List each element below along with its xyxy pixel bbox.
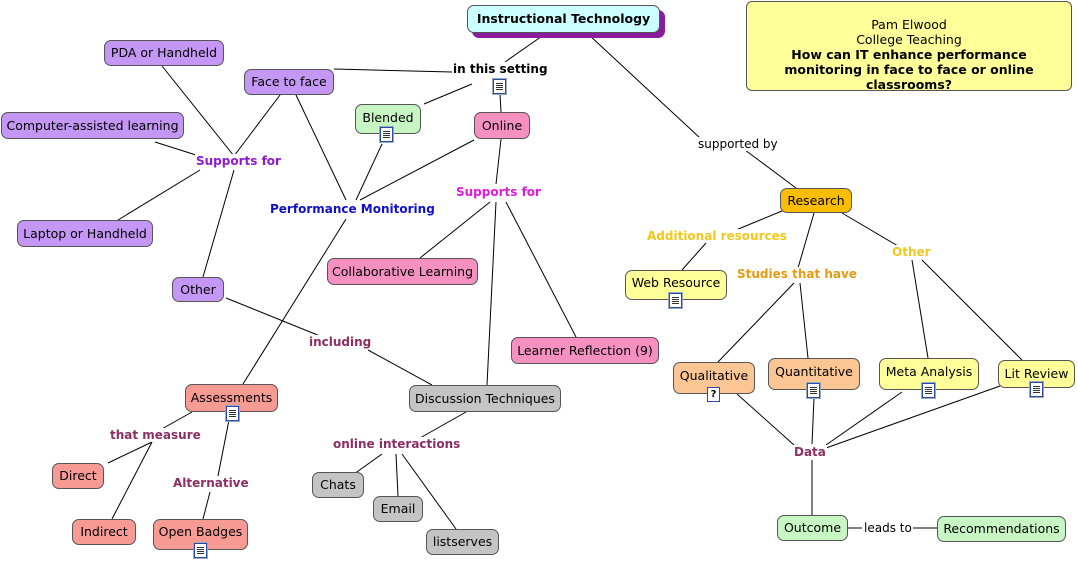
course-name: College Teaching <box>856 32 962 47</box>
document-icon[interactable] <box>668 292 683 309</box>
document-icon[interactable] <box>1029 381 1044 398</box>
node-recommendations[interactable]: Recommendations <box>937 516 1066 542</box>
label-performance-monitoring: Performance Monitoring <box>269 202 436 216</box>
node-listserves[interactable]: listserves <box>426 529 499 555</box>
document-icon[interactable] <box>193 542 208 559</box>
node-online[interactable]: Online <box>474 112 530 139</box>
label-supports-for-online: Supports for <box>455 185 542 199</box>
label-including: including <box>308 335 373 349</box>
node-instructional-technology[interactable]: Instructional Technology <box>467 5 660 33</box>
author-name: Pam Elwood <box>871 17 947 32</box>
label-that-measure: that measure <box>109 428 202 442</box>
label-alternative: Alternative <box>172 476 250 490</box>
node-outcome[interactable]: Outcome <box>777 515 848 541</box>
node-qualitative[interactable]: Qualitative <box>673 362 755 394</box>
node-email[interactable]: Email <box>373 496 423 522</box>
node-laptop-handheld[interactable]: Laptop or Handheld <box>17 220 153 247</box>
node-chats[interactable]: Chats <box>312 472 364 498</box>
node-research[interactable]: Research <box>780 188 852 213</box>
label-other-right: Other <box>891 245 932 259</box>
label-supported-by: supported by <box>697 137 779 151</box>
node-other-left[interactable]: Other <box>172 277 224 302</box>
focus-question: How can IT enhance performance monitorin… <box>784 47 1034 92</box>
node-pda-handheld[interactable]: PDA or Handheld <box>104 40 224 66</box>
node-computer-assisted-learning[interactable]: Computer-assisted learning <box>1 112 184 139</box>
node-face-to-face[interactable]: Face to face <box>244 69 334 95</box>
label-leads-to: leads to <box>863 521 913 535</box>
node-direct[interactable]: Direct <box>52 463 104 489</box>
node-assessments[interactable]: Assessments <box>185 384 278 412</box>
label-data: Data <box>793 445 827 459</box>
title-note: Pam Elwood College Teaching How can IT e… <box>746 1 1072 92</box>
node-indirect[interactable]: Indirect <box>72 519 136 545</box>
label-additional-resources: Additional resources <box>646 229 788 243</box>
node-discussion-techniques[interactable]: Discussion Techniques <box>409 385 561 412</box>
label-online-interactions: online interactions <box>332 437 462 451</box>
question-icon[interactable]: ? <box>707 387 720 402</box>
document-icon[interactable] <box>492 78 507 95</box>
label-in-this-setting: in this setting <box>452 62 549 76</box>
node-collaborative-learning[interactable]: Collaborative Learning <box>327 258 478 285</box>
document-icon[interactable] <box>806 382 821 399</box>
label-studies-that-have: Studies that have <box>736 267 858 281</box>
document-icon[interactable] <box>225 405 240 422</box>
document-icon[interactable] <box>379 126 394 143</box>
node-learner-reflection[interactable]: Learner Reflection (9) <box>511 337 659 364</box>
document-icon[interactable] <box>921 382 936 399</box>
label-supports-for-left: Supports for <box>195 154 282 168</box>
